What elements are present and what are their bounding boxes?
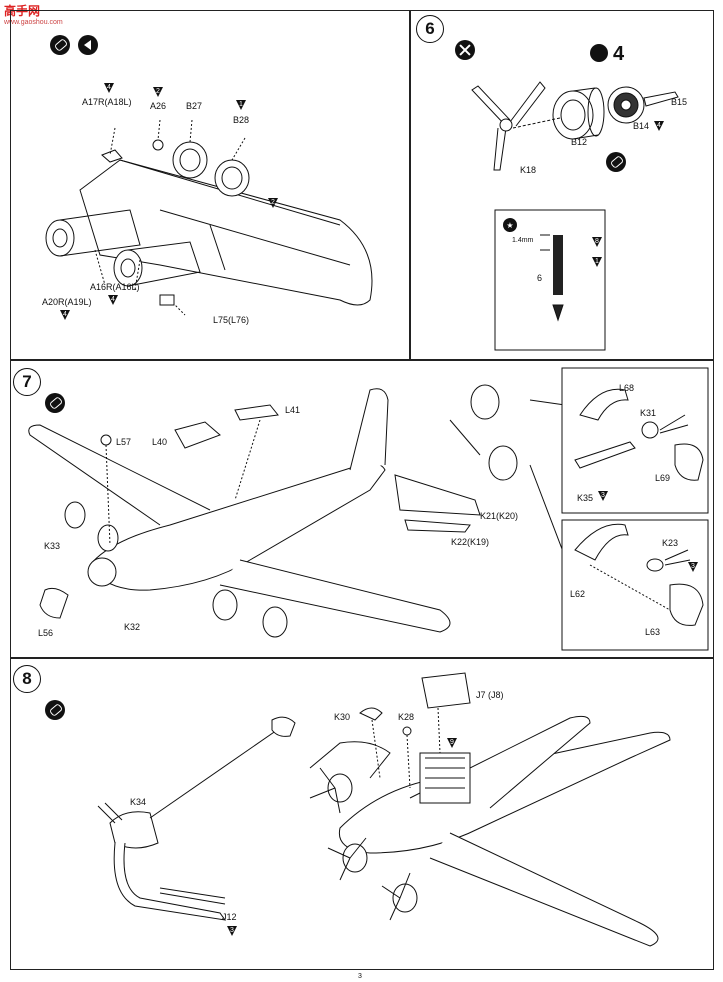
label-a20r: A20R(A19L) — [42, 297, 92, 307]
cut-icon — [455, 40, 475, 60]
step6-panel — [410, 10, 714, 360]
paint-color-icon — [590, 44, 608, 62]
badge-k35: 3 — [598, 491, 608, 501]
paint-count: 4 — [613, 43, 625, 65]
glue-icon-4 — [45, 700, 65, 720]
label-k33: K33 — [44, 541, 61, 551]
label-k34: K34 — [130, 797, 147, 807]
step7-panel — [10, 360, 714, 658]
label-b12: B12 — [571, 137, 588, 147]
badge-a20r: 4 — [60, 310, 70, 320]
detail-dim: 1.4mm — [512, 237, 534, 244]
label-k32: K32 — [124, 622, 141, 632]
label-j12: J12 — [222, 912, 237, 922]
label-k21: K21(K20) — [480, 511, 519, 521]
label-k18: K18 — [520, 165, 537, 175]
glue-icon-3 — [45, 393, 65, 413]
paint-drop-icon — [78, 35, 98, 55]
page-number: 3 — [358, 973, 362, 980]
step8-number: 8 — [13, 665, 41, 693]
label-l41: L41 — [285, 405, 301, 415]
badge-a17r: 4 — [104, 83, 114, 93]
badge-j12: 3 — [227, 926, 237, 936]
step6-number: 6 — [416, 15, 444, 43]
label-l75: L75(L76) — [213, 315, 250, 325]
step5-wing-drawing — [45, 119, 373, 316]
label-a17r: A17R(A18L) — [82, 97, 132, 107]
badge-mid: 9 — [447, 738, 457, 748]
label-k28: K28 — [398, 712, 415, 722]
badge-a16r: 4 — [108, 295, 118, 305]
label-l69: L69 — [655, 473, 671, 483]
badge-a26: 2 — [153, 87, 163, 97]
label-b28: B28 — [233, 115, 250, 125]
label-l63: L63 — [645, 627, 661, 637]
label-a26: A26 — [150, 101, 167, 111]
label-k35: K35 — [577, 493, 594, 503]
label-b27: B27 — [186, 101, 203, 111]
label-l57: L57 — [116, 437, 132, 447]
badge-wheel: 2 — [268, 198, 278, 208]
glue-icon-2 — [606, 152, 626, 172]
label-k31: K31 — [640, 408, 657, 418]
step7-number: 7 — [13, 368, 41, 396]
label-b15: B15 — [671, 97, 688, 107]
detail-badge-2: 1 — [592, 257, 602, 267]
step7-aircraft-drawing — [28, 367, 709, 651]
svg-text:★: ★ — [506, 221, 513, 230]
label-l62: L62 — [570, 589, 586, 599]
label-j7: J7 (J8) — [476, 690, 504, 700]
site-watermark: 高手网 www.gaoshou.com — [4, 2, 63, 26]
detail-six: 6 — [537, 273, 543, 283]
watermark-sub: www.gaoshou.com — [4, 19, 63, 26]
badge-k23: 3 — [688, 562, 698, 572]
label-a16r: A16R(A16L) — [90, 282, 140, 292]
label-l68: L68 — [619, 383, 635, 393]
badge-b28: 1 — [236, 100, 246, 110]
detail-badge-1: 8 — [592, 237, 602, 247]
label-l40: L40 — [152, 437, 168, 447]
label-l56: L56 — [38, 628, 54, 638]
badge-b14: 4 — [654, 121, 664, 131]
step8-panel — [10, 658, 714, 970]
label-k23: K23 — [662, 538, 679, 548]
step5-panel — [10, 10, 410, 360]
glue-icon — [50, 35, 70, 55]
step6-propeller-drawing: ★ — [471, 81, 679, 351]
watermark-main: 高手网 — [4, 4, 41, 18]
label-b14: B14 — [633, 121, 650, 131]
label-k22: K22(K19) — [451, 537, 490, 547]
step8-aircraft-drawing — [97, 672, 671, 947]
label-k30: K30 — [334, 712, 351, 722]
